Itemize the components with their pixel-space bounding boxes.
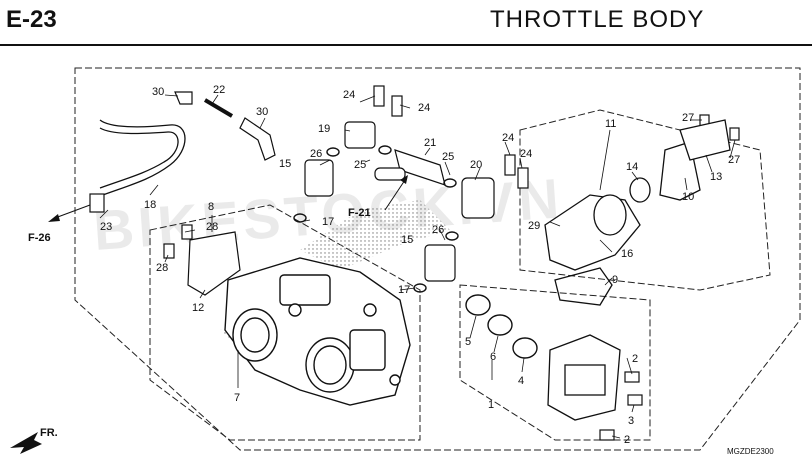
arrow-f26-icon xyxy=(48,204,91,222)
idle-air-control xyxy=(544,119,731,306)
part-code: MGZDE2300 xyxy=(727,447,774,456)
callout-27: 27 xyxy=(728,154,740,166)
hose-clip xyxy=(203,98,234,118)
sensor-unit xyxy=(547,334,621,421)
header-divider xyxy=(0,44,812,46)
callout-24: 24 xyxy=(520,148,532,160)
callout-8: 8 xyxy=(208,201,214,213)
callout-22: 22 xyxy=(213,84,225,96)
callout-3: 3 xyxy=(628,415,634,427)
callout-2: 2 xyxy=(632,353,638,365)
callout-16: 16 xyxy=(621,248,633,260)
callout-25: 25 xyxy=(354,159,366,171)
callout-1: 1 xyxy=(488,399,494,411)
idle-control-group-outline xyxy=(519,109,771,291)
callout-17: 17 xyxy=(322,216,334,228)
ref-f21: F-21 xyxy=(348,207,371,219)
callout-6: 6 xyxy=(490,351,496,363)
assembly-outline xyxy=(74,67,801,451)
hose-fitting-2 xyxy=(239,117,276,161)
callout-5: 5 xyxy=(465,336,471,348)
front-arrow-icon xyxy=(10,432,42,454)
hose-fitting xyxy=(174,91,193,105)
callout-17: 17 xyxy=(398,284,410,296)
callout-14: 14 xyxy=(626,161,638,173)
callout-23: 23 xyxy=(100,221,112,233)
fuel-injectors xyxy=(304,121,495,282)
callout-29: 29 xyxy=(528,220,540,232)
bracket xyxy=(187,231,241,296)
throttle-body xyxy=(224,257,411,406)
callout-4: 4 xyxy=(518,375,524,387)
arrow-f21-icon xyxy=(384,175,408,211)
callout-26: 26 xyxy=(432,224,444,236)
callout-10: 10 xyxy=(682,191,694,203)
callout-2: 2 xyxy=(624,434,630,446)
page-code: E-23 xyxy=(6,6,57,33)
callout-26: 26 xyxy=(310,148,322,160)
callout-24: 24 xyxy=(502,132,514,144)
callout-27: 27 xyxy=(682,112,694,124)
callout-24: 24 xyxy=(418,102,430,114)
sensor-o-rings xyxy=(465,294,538,359)
page-title: THROTTLE BODY xyxy=(490,6,705,33)
callout-28: 28 xyxy=(156,262,168,274)
airflow-shading xyxy=(300,200,450,270)
callout-19: 19 xyxy=(318,123,330,135)
callout-24: 24 xyxy=(343,89,355,101)
throttle-body-group-outline xyxy=(149,204,421,441)
callout-18: 18 xyxy=(144,199,156,211)
leader-lines xyxy=(99,94,736,439)
hose-joint xyxy=(89,193,105,213)
callout-28: 28 xyxy=(206,221,218,233)
callout-21: 21 xyxy=(424,137,436,149)
hose xyxy=(99,119,186,197)
callout-15: 15 xyxy=(401,234,413,246)
callout-25: 25 xyxy=(442,151,454,163)
ref-f26: F-26 xyxy=(28,232,51,244)
callout-12: 12 xyxy=(192,302,204,314)
callout-13: 13 xyxy=(710,171,722,183)
callout-20: 20 xyxy=(470,159,482,171)
callout-15: 15 xyxy=(279,158,291,170)
front-label: FR. xyxy=(40,427,58,439)
callout-9: 9 xyxy=(612,274,618,286)
callout-30: 30 xyxy=(152,86,164,98)
o-rings xyxy=(293,145,459,293)
sensor-group-outline xyxy=(459,284,651,441)
callout-30: 30 xyxy=(256,106,268,118)
callout-7: 7 xyxy=(234,392,240,404)
callout-11: 11 xyxy=(605,118,616,130)
